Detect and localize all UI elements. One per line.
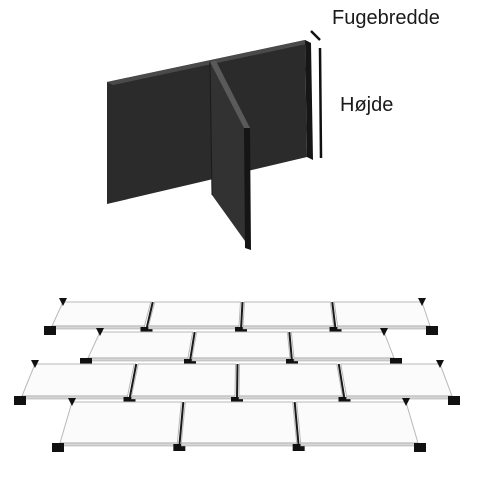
tile: [340, 363, 453, 397]
joint-spacer: [236, 363, 239, 400]
tile-edge: [59, 442, 178, 447]
tile: [59, 401, 182, 444]
spacer-clip: [286, 359, 298, 366]
spacer-clip: [184, 359, 196, 366]
spacer-main-panel-edge: [305, 40, 313, 160]
spacer-clip: [14, 396, 26, 405]
spacer-clip: [418, 298, 426, 306]
cross-spacer-illustration: [107, 40, 313, 250]
tile: [242, 301, 335, 327]
spacer-clip: [123, 397, 136, 404]
tile-edge: [191, 357, 291, 362]
spacer-clip: [96, 328, 104, 336]
tile: [87, 331, 194, 359]
joint-spacer: [337, 363, 346, 400]
spacer-clip: [68, 398, 76, 406]
spacer-clip: [448, 396, 460, 405]
height-label: Højde: [340, 94, 394, 116]
spacer-clip: [52, 443, 64, 452]
spacer-main-panel: [107, 40, 307, 204]
spacer-fin-edge: [244, 128, 251, 250]
spacer-clip: [426, 326, 438, 335]
spacer-clip: [414, 443, 426, 452]
spacer-clip: [173, 444, 186, 451]
spacer-clip: [44, 326, 56, 335]
tile: [238, 363, 344, 397]
joint-spacer: [288, 331, 293, 362]
spacer-clip: [436, 360, 444, 368]
spacer-joint-line: [209, 61, 213, 196]
tile-edge: [131, 395, 236, 400]
spacer-clip: [235, 327, 247, 334]
joint-spacer: [128, 363, 138, 400]
tile: [51, 301, 152, 327]
spacer-clip: [329, 327, 342, 334]
joint-spacer: [331, 301, 337, 330]
tile: [130, 363, 237, 397]
height-dimension-line: [318, 47, 323, 159]
joint-spacer: [240, 301, 244, 330]
tile: [191, 331, 291, 359]
tile-edge: [293, 357, 395, 362]
spacer-fin-top: [210, 61, 250, 128]
width-dimension-line: [310, 30, 321, 41]
spacer-clip: [402, 398, 410, 406]
joint-spacer: [293, 401, 300, 447]
tile-edge: [242, 325, 334, 330]
dimension-marks: [310, 30, 323, 159]
tile-edge: [181, 442, 297, 447]
tile-edge: [238, 395, 343, 400]
tile-grid-illustration: [14, 298, 460, 452]
joint-width-label: Fugebredde: [332, 7, 440, 29]
tile: [290, 331, 395, 359]
spacer-clip: [292, 444, 305, 451]
tile-edge: [300, 442, 419, 447]
spacer-clip: [31, 360, 39, 368]
joint-spacer: [178, 401, 185, 447]
tile: [21, 363, 135, 397]
spacer-clip: [59, 298, 67, 306]
tile: [333, 301, 431, 327]
tile: [180, 401, 298, 444]
spacer-fin: [210, 62, 250, 248]
spacer-clip: [231, 397, 243, 404]
tile-edge: [346, 395, 453, 400]
spacer-clip: [140, 327, 153, 334]
joint-spacer: [189, 331, 196, 362]
tile-edge: [87, 357, 189, 362]
joint-spacer: [145, 301, 154, 330]
spacer-clip: [338, 397, 351, 404]
spacer-main-panel-top: [107, 40, 311, 85]
tile-edge: [148, 325, 240, 330]
spacer-clip: [380, 328, 388, 336]
tile: [147, 301, 242, 327]
tile: [296, 401, 419, 444]
